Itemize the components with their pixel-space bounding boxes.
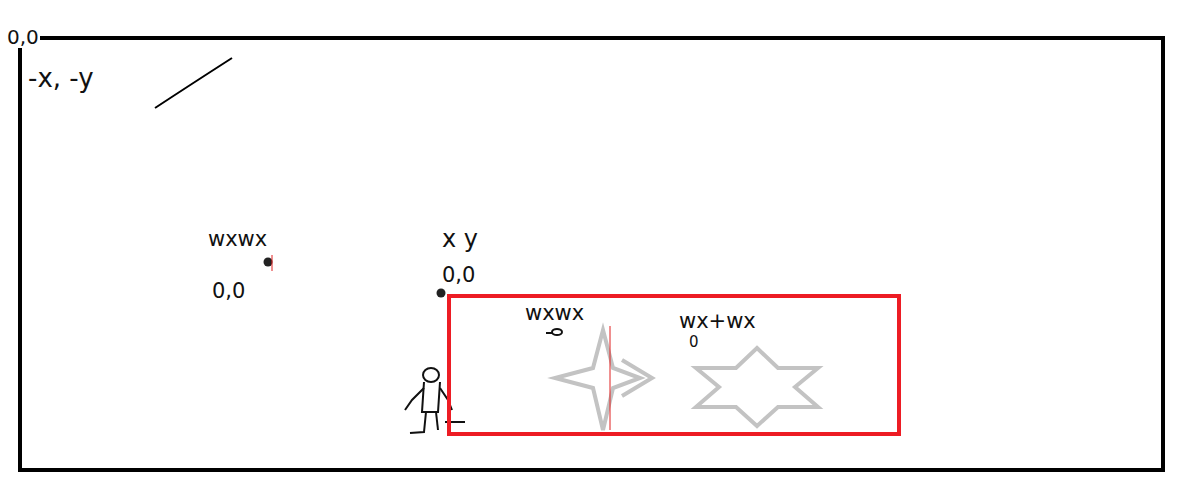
origin-dot bbox=[437, 289, 446, 298]
six-point-star bbox=[696, 348, 818, 426]
red-guide-line bbox=[610, 326, 611, 430]
stick-figure bbox=[405, 368, 465, 433]
small-dot bbox=[552, 329, 562, 335]
sketch-label: x y bbox=[442, 226, 478, 252]
sketch-label: 0 bbox=[689, 334, 699, 351]
canvas-frame: -x, -y wxwx 0,0 x y 0,0 wxwx wx+wx0 bbox=[18, 36, 1165, 472]
sketch-label: -x, -y bbox=[28, 64, 94, 93]
star-chevron bbox=[622, 360, 652, 396]
sketch-label: wxwx bbox=[525, 302, 584, 325]
point-dot bbox=[264, 258, 273, 267]
sketch-label: 0,0 bbox=[212, 280, 245, 303]
red-tick bbox=[272, 255, 273, 271]
sketch-label: wx+wx bbox=[679, 310, 756, 333]
pen-stroke bbox=[155, 58, 232, 108]
four-point-star bbox=[555, 330, 640, 430]
sketch-label: wxwx bbox=[208, 228, 267, 251]
origin-label: 0,0 bbox=[6, 26, 40, 48]
small-dash bbox=[546, 332, 552, 334]
region-box: wxwx wx+wx0 bbox=[447, 294, 901, 436]
sketch-label: 0,0 bbox=[442, 264, 475, 287]
